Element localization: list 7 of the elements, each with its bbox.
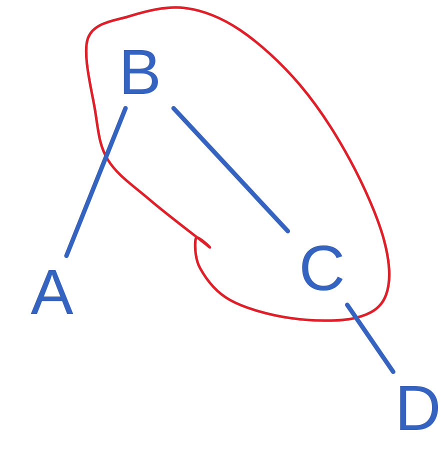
letter-label: B (124, 50, 158, 94)
letter-label: A (30, 270, 74, 314)
connector-line (171, 106, 290, 234)
connector-line (64, 106, 128, 258)
letter-label: D (400, 386, 438, 430)
letter-label: C (302, 245, 343, 291)
connector-line (345, 302, 396, 374)
